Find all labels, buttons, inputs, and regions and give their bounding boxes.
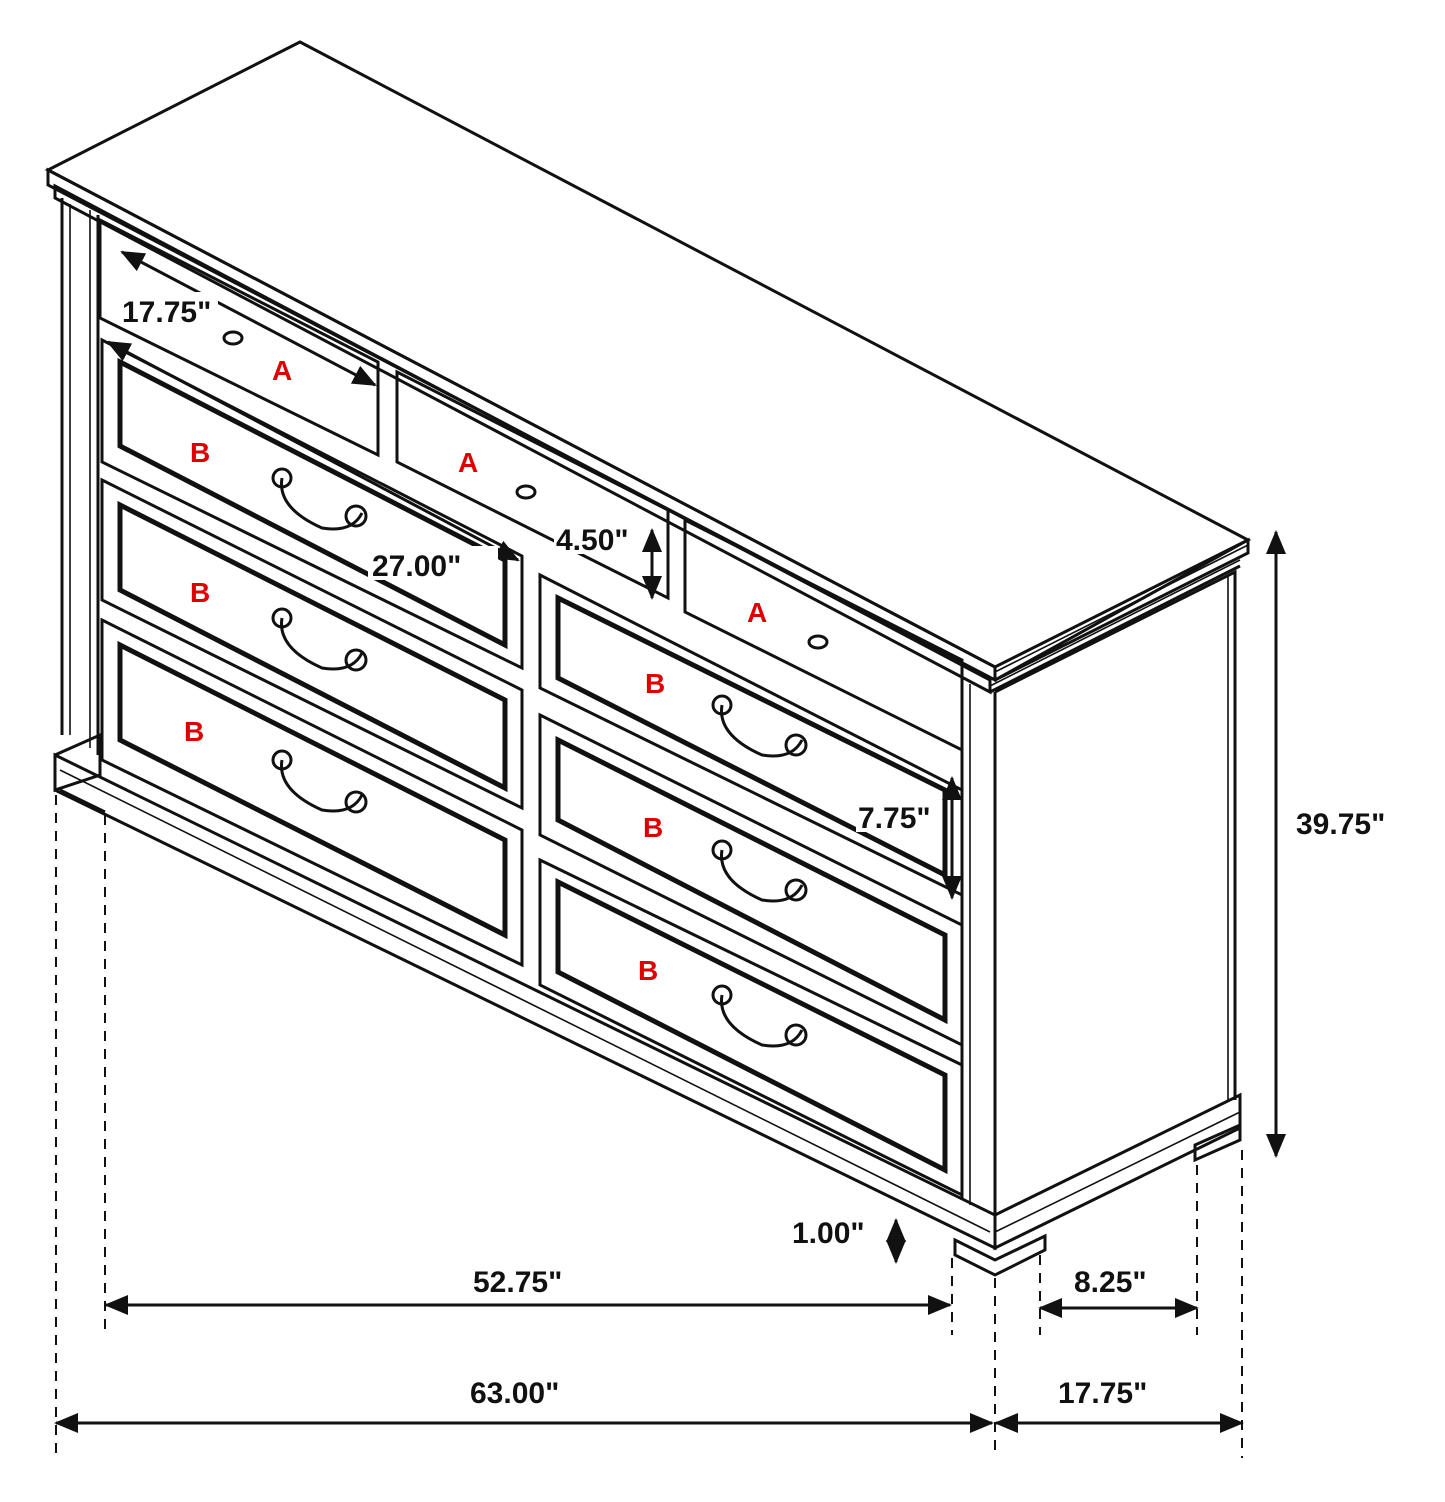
drawers-a	[98, 217, 964, 753]
drawer-label-b-6: B	[638, 955, 658, 986]
dresser-top	[44, 40, 1252, 695]
drawer-label-a-2: A	[458, 447, 478, 478]
dimension-drawer-b-height: 7.75"	[858, 802, 931, 835]
drawer-label-b-5: B	[643, 812, 663, 843]
dimension-inner-depth: 8.25"	[1074, 1266, 1147, 1299]
dimension-arrows	[54, 250, 1286, 1433]
dimension-overall-width: 63.00"	[470, 1377, 559, 1410]
drawer-label-b-2: B	[190, 577, 210, 608]
drawer-label-a-3: A	[747, 597, 767, 628]
dimension-overall-depth: 17.75"	[1058, 1377, 1147, 1410]
dimension-drawer-b-width: 27.00"	[372, 550, 461, 583]
dimension-leg-height: 1.00"	[792, 1217, 865, 1250]
dimension-drawer-a-height: 4.50"	[556, 524, 629, 557]
drawers-b-right	[538, 572, 964, 1198]
dimension-inner-width: 52.75"	[473, 1266, 562, 1299]
dimension-overall-height: 39.75"	[1296, 808, 1385, 841]
drawer-label-b-1: B	[190, 437, 210, 468]
drawer-label-b-4: B	[645, 668, 665, 699]
drawer-label-b-3: B	[184, 716, 204, 747]
extension-lines	[55, 795, 1243, 1458]
dimension-drawer-a-width: 17.75"	[122, 296, 211, 329]
dresser-front	[53, 198, 1242, 1277]
drawer-label-a-1: A	[272, 355, 292, 386]
drawers-b-left	[100, 337, 524, 968]
